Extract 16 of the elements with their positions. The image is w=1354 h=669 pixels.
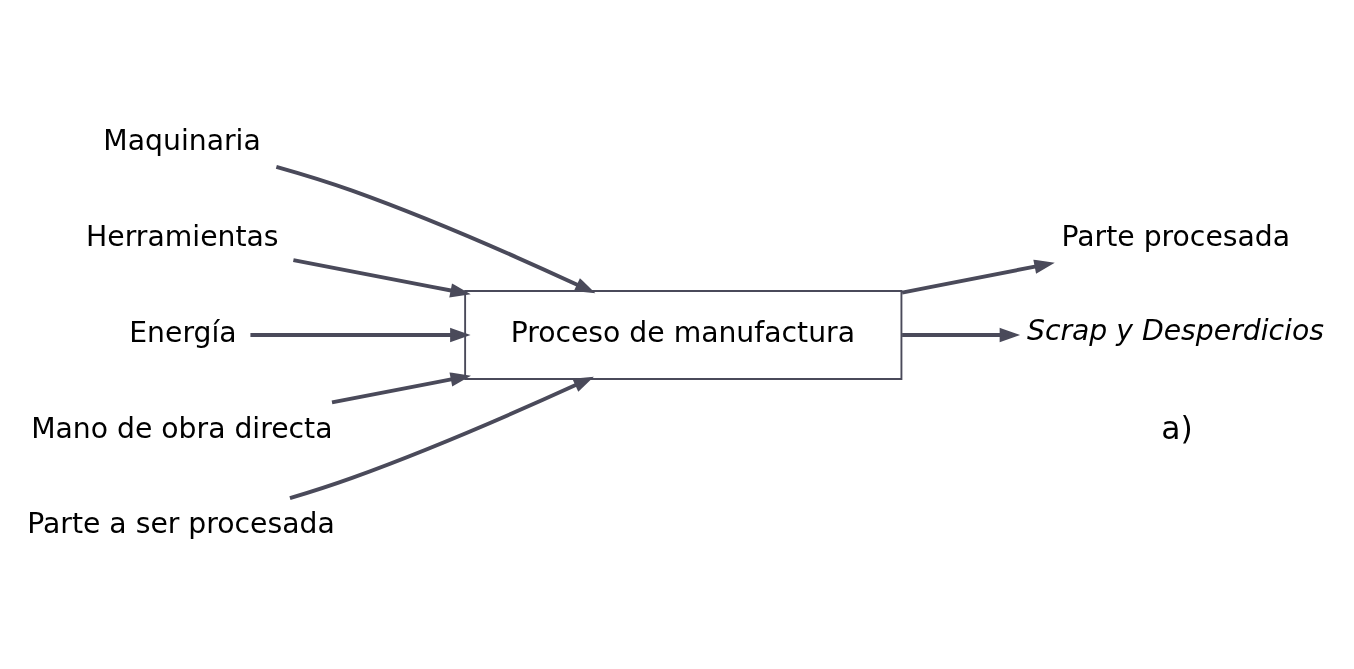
arrow	[293, 257, 471, 297]
node-text: Scrap y Desperdicios	[1026, 313, 1324, 347]
node-text: Parte a ser procesada	[27, 506, 335, 540]
node-text: Maquinaria	[103, 123, 261, 157]
node-text: Herramientas	[86, 219, 279, 253]
arrow	[902, 327, 1021, 342]
label: a)	[1161, 409, 1193, 446]
arrow	[901, 259, 1055, 294]
arrow	[250, 327, 471, 342]
node-text: Energía	[129, 315, 237, 349]
arrow	[275, 164, 596, 293]
arrow	[331, 371, 471, 404]
node-box: Proceso de manufactura	[464, 289, 903, 380]
arrow	[289, 376, 594, 500]
node-text: Parte procesada	[1061, 219, 1291, 253]
node-text: Mano de obra directa	[31, 411, 333, 445]
